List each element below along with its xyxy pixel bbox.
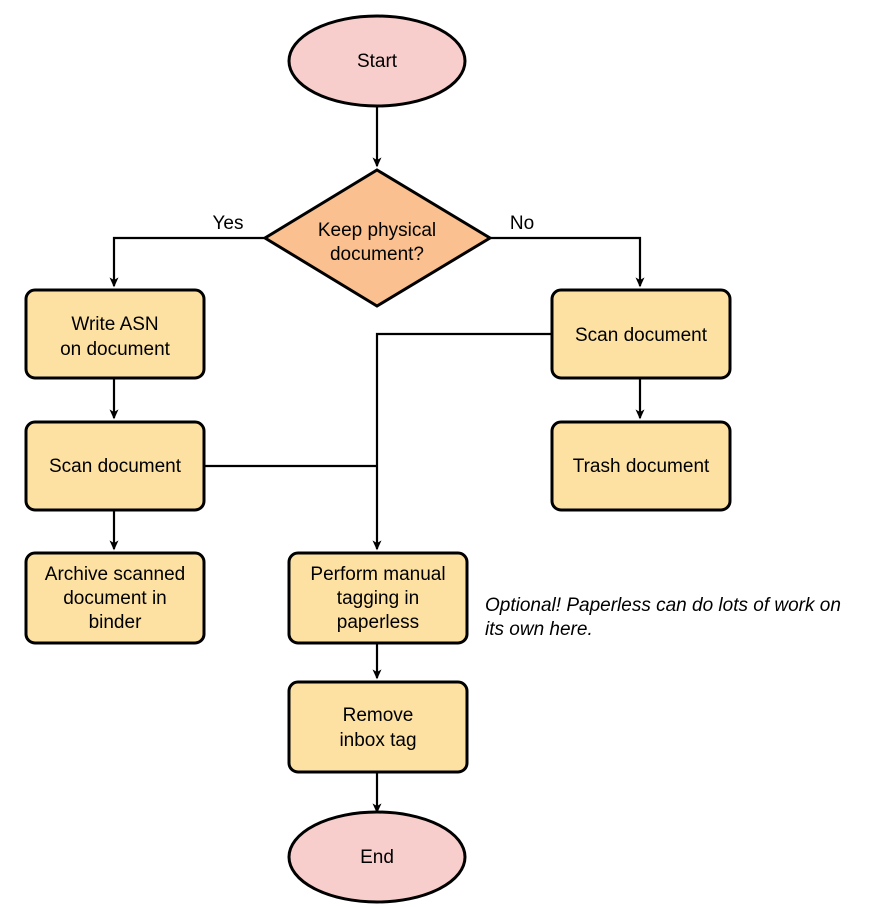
edge-scan-right-to-tagging: [372, 332, 552, 551]
end-label: End: [360, 847, 394, 868]
tagging-label-line1: Perform manual: [310, 564, 445, 585]
scan-right-rect: [550, 288, 732, 380]
edge-label-no: No: [510, 213, 534, 234]
edge-label-yes: Yes: [213, 213, 244, 234]
write-asn-label-line1: Write ASN: [71, 314, 158, 335]
edge-decision-yes-to-write-asn: [109, 236, 265, 288]
tagging-label-line3: paperless: [337, 612, 419, 633]
archive-label-line3: binder: [89, 612, 142, 633]
remove-inbox-label-line2: inbox tag: [339, 730, 416, 751]
remove-inbox-label-line1: Remove: [343, 705, 414, 726]
node-start[interactable]: Start: [287, 14, 467, 108]
decision-label-line1: Keep physical: [318, 220, 436, 241]
node-scan-document-left[interactable]: Scan document: [24, 420, 206, 512]
edge-decision-no-to-scan-right: [490, 236, 645, 288]
node-decision-keep-physical-document[interactable]: Keep physical document?: [262, 168, 493, 308]
tagging-rect: [287, 551, 469, 645]
trash-label: Trash document: [573, 456, 710, 477]
node-archive-scanned-document[interactable]: Archive scanned document in binder: [24, 551, 206, 645]
tagging-label-line2: tagging in: [337, 588, 419, 609]
edges-layer: [109, 104, 645, 814]
end-ellipse: [287, 810, 467, 904]
remove-inbox-rect: [287, 680, 469, 774]
node-trash-document[interactable]: Trash document: [550, 420, 732, 512]
trash-rect: [550, 420, 732, 512]
annotation-line2: its own here.: [485, 619, 593, 640]
scan-right-label: Scan document: [575, 325, 708, 346]
node-scan-document-right[interactable]: Scan document: [550, 288, 732, 380]
decision-diamond: [262, 168, 493, 308]
node-write-asn[interactable]: Write ASN on document: [24, 288, 206, 380]
decision-label-line2: document?: [330, 244, 424, 265]
write-asn-rect: [24, 288, 206, 380]
write-asn-label-line2: on document: [60, 339, 171, 360]
archive-label-line2: document in: [63, 588, 167, 609]
node-end[interactable]: End: [287, 810, 467, 904]
scan-left-rect: [24, 420, 206, 512]
start-ellipse: [287, 14, 467, 108]
archive-label-line1: Archive scanned: [45, 564, 185, 585]
node-perform-manual-tagging[interactable]: Perform manual tagging in paperless: [287, 551, 469, 645]
node-remove-inbox-tag[interactable]: Remove inbox tag: [287, 680, 469, 774]
annotation-optional-paperless: Optional! Paperless can do lots of work …: [485, 595, 841, 640]
start-label: Start: [357, 51, 398, 72]
annotation-line1: Optional! Paperless can do lots of work …: [485, 595, 841, 616]
archive-rect: [24, 551, 206, 645]
scan-left-label: Scan document: [49, 456, 182, 477]
